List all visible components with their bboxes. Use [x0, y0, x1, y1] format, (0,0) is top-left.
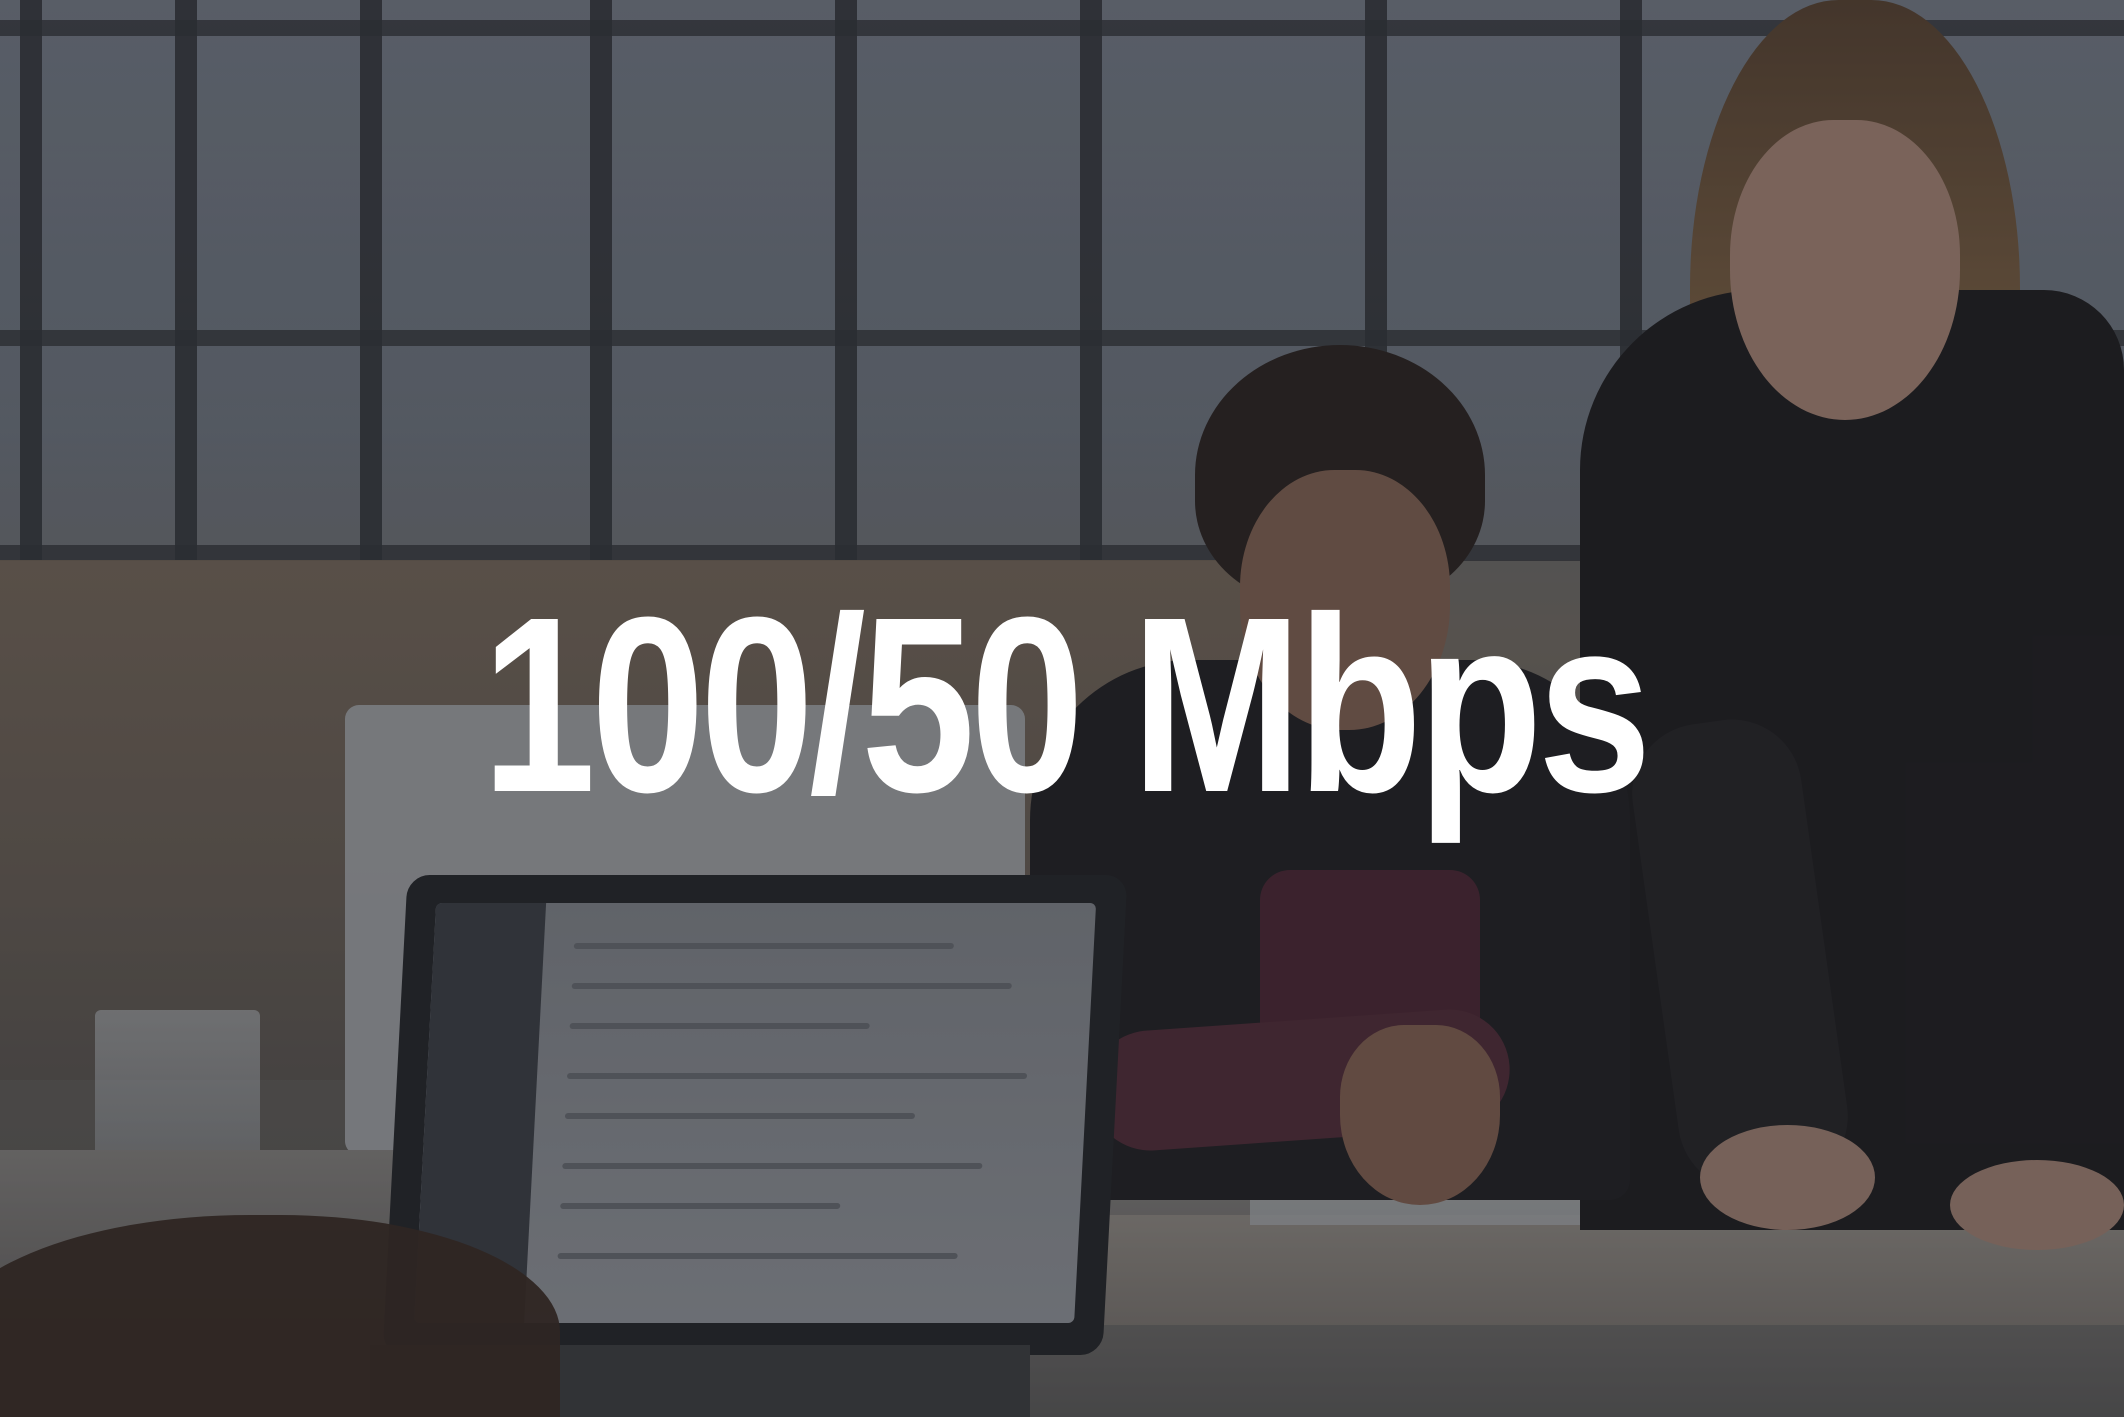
- standing-woman-face: [1730, 120, 1960, 420]
- window-mullion: [20, 0, 42, 560]
- window-mullion: [590, 0, 612, 560]
- seated-woman-face: [1240, 470, 1450, 730]
- seated-woman-hand: [1340, 1025, 1500, 1205]
- window-mullion: [1080, 0, 1102, 560]
- standing-woman-hand: [1950, 1160, 2124, 1250]
- window-mullion: [175, 0, 197, 560]
- speed-headline: 100/50 Mbps: [481, 565, 1652, 844]
- foreground-hand: [0, 1215, 560, 1417]
- window-transom: [0, 20, 2124, 36]
- window-mullion: [360, 0, 382, 560]
- window-transom: [0, 330, 2124, 346]
- desk-edge: [1040, 1215, 2124, 1325]
- window-mullion: [835, 0, 857, 560]
- standing-woman-hand: [1700, 1125, 1875, 1230]
